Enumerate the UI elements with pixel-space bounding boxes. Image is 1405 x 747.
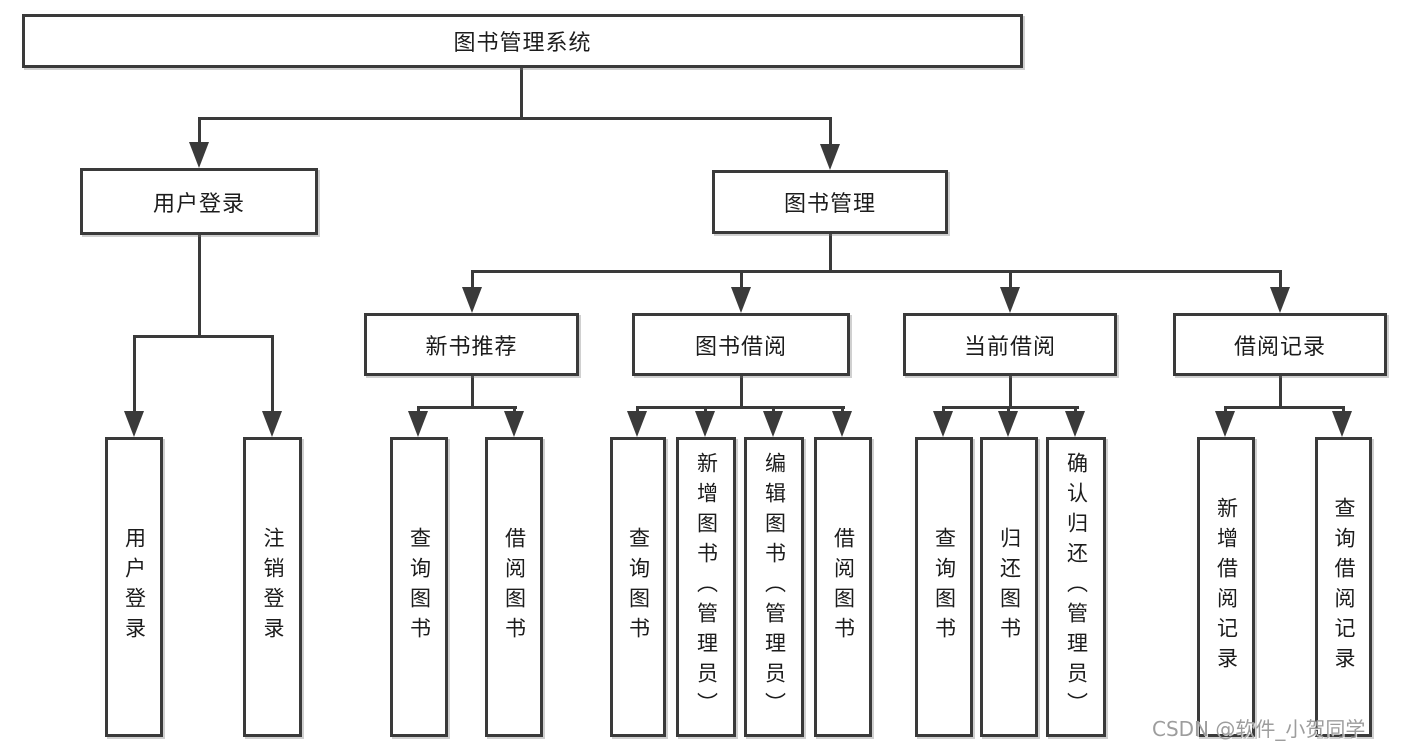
node-new-book-recommend-label: 新书推荐 [425, 334, 518, 360]
connector-line [198, 117, 201, 145]
leaf-label: 用户登录 [122, 527, 147, 647]
connector-line [133, 335, 274, 338]
connector-line [1009, 375, 1012, 409]
node-borrow-records-label: 借阅记录 [1233, 334, 1326, 360]
connector-line [740, 375, 743, 409]
connector-line [471, 270, 474, 289]
node-book-borrow: 图书借阅 [632, 313, 850, 376]
leaf-label: 查询图书 [407, 527, 432, 647]
connector-line [417, 406, 517, 409]
connector-line [520, 68, 523, 119]
leaf-edit-book-admin: 编辑图书（管理员） [744, 437, 804, 737]
node-current-borrow-label: 当前借阅 [963, 334, 1056, 360]
arrow-down [933, 411, 953, 437]
leaf-label: 查询图书 [932, 527, 957, 647]
node-book-management-label: 图书管理 [783, 192, 876, 217]
leaf-borrow-books: 借阅图书 [814, 437, 872, 737]
node-root: 图书管理系统 [22, 14, 1023, 68]
connector-line [198, 117, 832, 120]
arrow-down [262, 411, 282, 437]
node-root-label: 图书管理系统 [453, 31, 592, 56]
leaf-label: 查询借阅记录 [1332, 497, 1356, 677]
node-current-borrow: 当前借阅 [903, 313, 1117, 376]
leaf-label: 新增借阅记录 [1214, 497, 1239, 677]
connector-line [471, 375, 474, 409]
arrow-down [627, 411, 647, 437]
connector-line [636, 406, 845, 409]
arrow-down [998, 411, 1018, 437]
leaf-borrow-books-recommend: 借阅图书 [485, 437, 543, 737]
connector-line [1279, 270, 1282, 289]
connector-line [1009, 270, 1012, 289]
arrow-down [695, 411, 715, 437]
leaf-add-book-admin: 新增图书（管理员） [676, 437, 736, 737]
node-book-management: 图书管理 [712, 170, 948, 234]
leaf-label: 借阅图书 [831, 527, 856, 647]
leaf-label: 注销登录 [261, 527, 285, 647]
leaf-user-login: 用户登录 [105, 437, 163, 737]
leaf-confirm-return-admin: 确认归还（管理员） [1046, 437, 1106, 737]
arrow-down [1215, 411, 1235, 437]
arrow-down [763, 411, 783, 437]
connector-line [133, 335, 136, 413]
node-book-borrow-label: 图书借阅 [694, 334, 787, 360]
arrow-down [1270, 287, 1290, 313]
leaf-query-books-current: 查询图书 [915, 437, 973, 737]
connector-line [942, 406, 1079, 409]
leaf-query-books-recommend: 查询图书 [390, 437, 448, 737]
arrow-down [504, 411, 524, 437]
arrow-down [462, 287, 482, 313]
connector-line [471, 270, 1281, 273]
csdn-watermark: CSDN @软件_小贺同学 [1152, 717, 1366, 741]
connector-line [829, 234, 832, 273]
leaf-label: 编辑图书（管理员） [762, 452, 787, 722]
leaf-label: 确认归还（管理员） [1064, 452, 1089, 722]
arrow-down [1065, 411, 1085, 437]
arrow-down [124, 411, 144, 437]
leaf-label: 借阅图书 [502, 527, 527, 647]
arrow-down [820, 144, 840, 170]
leaf-add-borrow-record: 新增借阅记录 [1197, 437, 1255, 737]
connector-line [740, 270, 743, 289]
node-new-book-recommend: 新书推荐 [364, 313, 579, 376]
leaf-label: 归还图书 [997, 527, 1022, 647]
leaf-query-borrow-record: 查询借阅记录 [1315, 437, 1372, 737]
connector-line [271, 335, 274, 413]
connector-line [198, 235, 201, 338]
arrow-down [408, 411, 428, 437]
leaf-label: 查询图书 [626, 527, 651, 647]
connector-line [829, 117, 832, 147]
arrow-down [1332, 411, 1352, 437]
arrow-down [1000, 287, 1020, 313]
arrow-down [731, 287, 751, 313]
leaf-return-book: 归还图书 [980, 437, 1038, 737]
leaf-label: 新增图书（管理员） [694, 452, 719, 722]
arrow-down [832, 411, 852, 437]
arrow-down [189, 142, 209, 168]
connector-line [1224, 406, 1345, 409]
node-user-login-label: 用户登录 [152, 191, 245, 217]
connector-line [1279, 375, 1282, 409]
node-user-login: 用户登录 [80, 168, 318, 235]
leaf-logout: 注销登录 [243, 437, 302, 737]
leaf-query-books-borrow: 查询图书 [610, 437, 666, 737]
node-borrow-records: 借阅记录 [1173, 313, 1387, 376]
